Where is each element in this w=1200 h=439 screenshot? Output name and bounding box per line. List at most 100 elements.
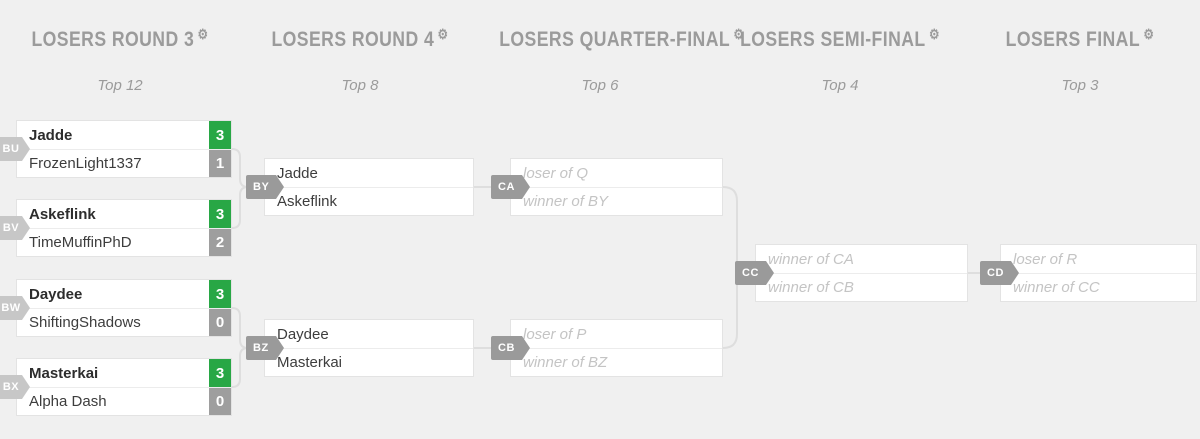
match-bv[interactable]: Askeflink 3 TimeMuffinPhD 2 bbox=[16, 199, 232, 257]
player-name: Jadde bbox=[277, 164, 318, 182]
player-row[interactable]: TimeMuffinPhD 2 bbox=[17, 228, 231, 256]
round-title: LOSERS FINAL⚙ bbox=[979, 26, 1181, 52]
player-placeholder: loser of P bbox=[523, 325, 587, 343]
player-name: Alpha Dash bbox=[29, 393, 107, 410]
match-tag-label: BX bbox=[2, 381, 20, 393]
player-name: Masterkai bbox=[29, 364, 99, 382]
player-row[interactable]: winner of CA bbox=[756, 245, 967, 273]
player-row[interactable]: loser of Q bbox=[511, 159, 722, 187]
match-tag-cb: CB bbox=[491, 336, 530, 360]
match-bu[interactable]: Jadde 3 FrozenLight1337 1 bbox=[16, 120, 232, 178]
match-tag-label: BY bbox=[253, 181, 270, 193]
tag-arrow-icon bbox=[765, 261, 774, 285]
round-title: LOSERS QUARTER-FINAL⚙ bbox=[499, 26, 744, 52]
player-row[interactable]: FrozenLight1337 1 bbox=[17, 149, 231, 177]
match-tag-bw: BW bbox=[0, 296, 30, 320]
player-score: 1 bbox=[209, 150, 231, 177]
match-tag-ca: CA bbox=[491, 175, 530, 199]
player-row[interactable]: Daydee bbox=[265, 320, 473, 348]
player-name: TimeMuffinPhD bbox=[29, 234, 132, 251]
player-row[interactable]: winner of CC bbox=[1001, 273, 1196, 301]
round-header-losers-quarter-final: LOSERS QUARTER-FINAL⚙ Top 6 bbox=[480, 26, 744, 94]
match-bz[interactable]: Daydee Masterkai bbox=[264, 319, 474, 377]
player-row[interactable]: Askeflink bbox=[265, 187, 473, 215]
round-header-losers-round-3: LOSERS ROUND 3⚙ Top 12 bbox=[0, 26, 240, 94]
round-title-text: LOSERS SEMI-FINAL bbox=[740, 28, 926, 51]
match-bw[interactable]: Daydee 3 ShiftingShadows 0 bbox=[16, 279, 232, 337]
match-by[interactable]: Jadde Askeflink bbox=[264, 158, 474, 216]
match-ca[interactable]: loser of Q winner of BY bbox=[510, 158, 723, 216]
round-subtitle: Top 3 bbox=[1061, 77, 1099, 94]
match-cd[interactable]: loser of R winner of CC bbox=[1000, 244, 1197, 302]
round-title-text: LOSERS ROUND 4 bbox=[271, 28, 435, 51]
round-subtitle: Top 4 bbox=[821, 77, 859, 94]
gear-icon[interactable]: ⚙ bbox=[197, 26, 209, 42]
round-title-text: LOSERS ROUND 3 bbox=[31, 28, 195, 51]
tag-arrow-icon bbox=[22, 375, 30, 399]
tag-arrow-icon bbox=[275, 336, 284, 360]
player-row[interactable]: loser of R bbox=[1001, 245, 1196, 273]
tag-arrow-icon bbox=[276, 175, 285, 199]
player-row[interactable]: Jadde bbox=[265, 159, 473, 187]
round-title: LOSERS ROUND 3⚙ bbox=[19, 26, 221, 52]
tag-arrow-icon bbox=[521, 336, 530, 360]
match-tag-label: BU bbox=[2, 143, 20, 155]
tag-arrow-icon bbox=[521, 175, 530, 199]
gear-icon[interactable]: ⚙ bbox=[733, 26, 745, 42]
player-name: Masterkai bbox=[277, 354, 343, 371]
gear-icon[interactable]: ⚙ bbox=[437, 26, 449, 42]
round-header-losers-semi-final: LOSERS SEMI-FINAL⚙ Top 4 bbox=[720, 26, 960, 94]
player-row[interactable]: Masterkai 3 bbox=[17, 359, 231, 387]
match-tag-by: BY bbox=[246, 175, 285, 199]
match-tag-cd: CD bbox=[980, 261, 1019, 285]
player-row[interactable]: Askeflink 3 bbox=[17, 200, 231, 228]
match-tag-label: CC bbox=[742, 267, 759, 279]
player-name: ShiftingShadows bbox=[29, 314, 141, 331]
player-row[interactable]: winner of BZ bbox=[511, 348, 722, 376]
round-subtitle: Top 8 bbox=[341, 77, 379, 94]
player-score: 3 bbox=[209, 200, 231, 228]
round-title: LOSERS ROUND 4⚙ bbox=[259, 26, 461, 52]
player-row[interactable]: Daydee 3 bbox=[17, 280, 231, 308]
player-row[interactable]: Alpha Dash 0 bbox=[17, 387, 231, 415]
match-tag-bx: BX bbox=[0, 375, 30, 399]
round-title-text: LOSERS QUARTER-FINAL bbox=[499, 28, 731, 51]
player-name: Jadde bbox=[29, 126, 73, 144]
match-tag-label: BV bbox=[2, 222, 20, 234]
match-tag-bu: BU bbox=[0, 137, 30, 161]
match-tag-label: BW bbox=[1, 302, 21, 314]
player-row[interactable]: ShiftingShadows 0 bbox=[17, 308, 231, 336]
player-row[interactable]: loser of P bbox=[511, 320, 722, 348]
tag-arrow-icon bbox=[1010, 261, 1019, 285]
player-placeholder: winner of CC bbox=[1013, 279, 1100, 296]
match-tag-bz: BZ bbox=[246, 336, 284, 360]
tag-arrow-icon bbox=[22, 137, 30, 161]
player-name: Daydee bbox=[29, 285, 83, 303]
player-placeholder: winner of BY bbox=[523, 193, 609, 210]
player-row[interactable]: Jadde 3 bbox=[17, 121, 231, 149]
gear-icon[interactable]: ⚙ bbox=[1143, 26, 1155, 42]
round-header-losers-final: LOSERS FINAL⚙ Top 3 bbox=[960, 26, 1200, 94]
player-row[interactable]: winner of CB bbox=[756, 273, 967, 301]
player-row[interactable]: winner of BY bbox=[511, 187, 722, 215]
match-cb[interactable]: loser of P winner of BZ bbox=[510, 319, 723, 377]
player-score: 0 bbox=[209, 309, 231, 336]
match-tag-label: CB bbox=[498, 342, 515, 354]
player-name: Askeflink bbox=[277, 193, 338, 210]
player-name: FrozenLight1337 bbox=[29, 155, 142, 172]
match-cc[interactable]: winner of CA winner of CB bbox=[755, 244, 968, 302]
gear-icon[interactable]: ⚙ bbox=[928, 26, 940, 42]
match-bx[interactable]: Masterkai 3 Alpha Dash 0 bbox=[16, 358, 232, 416]
player-placeholder: loser of R bbox=[1013, 250, 1078, 268]
player-score: 3 bbox=[209, 280, 231, 308]
match-tag-label: BZ bbox=[253, 342, 269, 354]
player-score: 0 bbox=[209, 388, 231, 415]
player-score: 3 bbox=[209, 359, 231, 387]
match-tag-label: CA bbox=[498, 181, 515, 193]
player-placeholder: loser of Q bbox=[523, 164, 589, 182]
player-score: 2 bbox=[209, 229, 231, 256]
player-row[interactable]: Masterkai bbox=[265, 348, 473, 376]
match-tag-cc: CC bbox=[735, 261, 774, 285]
player-score: 3 bbox=[209, 121, 231, 149]
